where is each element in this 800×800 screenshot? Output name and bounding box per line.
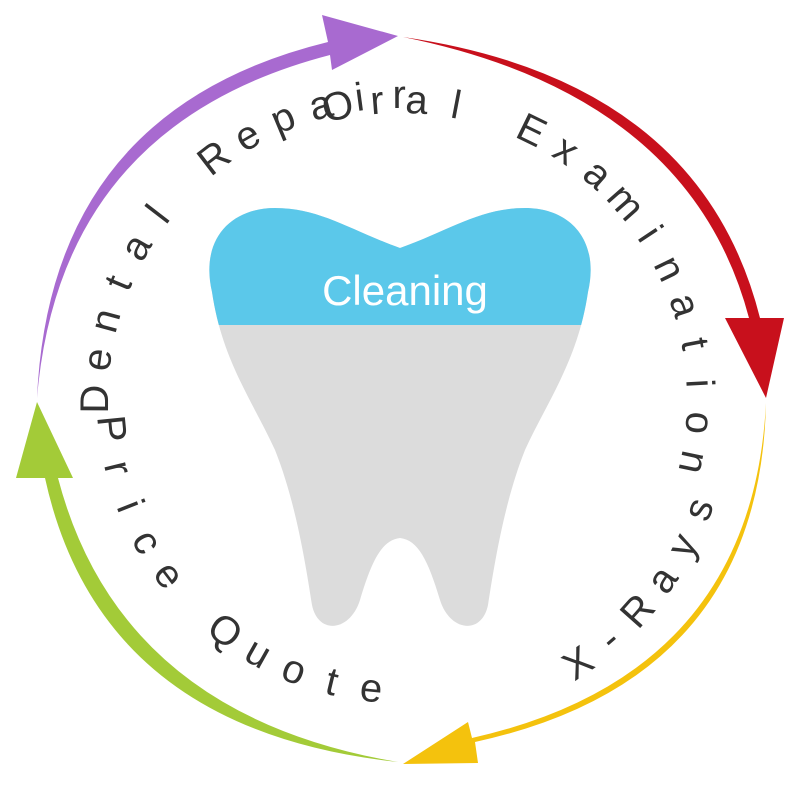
step-label-char: o: [676, 410, 722, 436]
step-label-char: n: [645, 249, 694, 288]
step-label-char: t: [96, 269, 141, 296]
step-label-char: t: [321, 659, 342, 704]
center-label: Cleaning: [322, 267, 488, 314]
step-label-char: e: [74, 346, 121, 374]
step-label-char: a: [111, 226, 161, 268]
step-label-char: i: [629, 218, 671, 250]
step-label-char: l: [138, 197, 178, 231]
step-label-char: a: [404, 78, 429, 123]
step-label-char: m: [598, 175, 653, 229]
arrow-oral-examination-body: [403, 37, 784, 398]
step-label-char: r: [95, 456, 141, 479]
step-label-char: i: [677, 378, 721, 389]
step-label-char: a: [638, 557, 687, 601]
step-label-char: a: [660, 288, 709, 324]
arrow-price-quote: [16, 402, 398, 762]
arrow-dental-repair-body: [37, 15, 398, 398]
step-label-char: e: [358, 666, 385, 712]
step-label-char: -: [590, 618, 629, 660]
step-label-char: s: [675, 492, 723, 526]
step-label-char: n: [670, 447, 718, 478]
step-label-char: r: [392, 73, 405, 117]
step-label-char: y: [659, 527, 707, 565]
step-label-char: Q: [199, 604, 250, 658]
step-label-char: u: [238, 628, 279, 677]
arrow-dental-repair: [37, 15, 398, 398]
step-label-char: c: [123, 522, 171, 561]
step-label-char: E: [510, 105, 553, 156]
step-label-char: R: [612, 586, 664, 637]
step-label-char: P: [88, 413, 134, 444]
step-label-char: o: [276, 645, 313, 694]
step-label-char: D: [73, 385, 117, 414]
step-label-char: p: [264, 94, 301, 143]
step-label-char: t: [672, 334, 717, 353]
step-label-char: x: [545, 126, 586, 174]
step-label-char: e: [145, 553, 194, 597]
step-label-char: i: [108, 494, 152, 518]
arrow-oral-examination: [403, 37, 784, 398]
step-label-char: n: [81, 304, 129, 337]
arrow-price-quote-body: [16, 402, 398, 762]
cycle-arrows: [16, 15, 784, 764]
step-label-char: r: [369, 78, 386, 123]
step-label-char: l: [448, 83, 465, 128]
step-label-char: X: [555, 638, 602, 689]
step-label-char: e: [227, 111, 268, 160]
step-label-char: R: [189, 132, 239, 184]
